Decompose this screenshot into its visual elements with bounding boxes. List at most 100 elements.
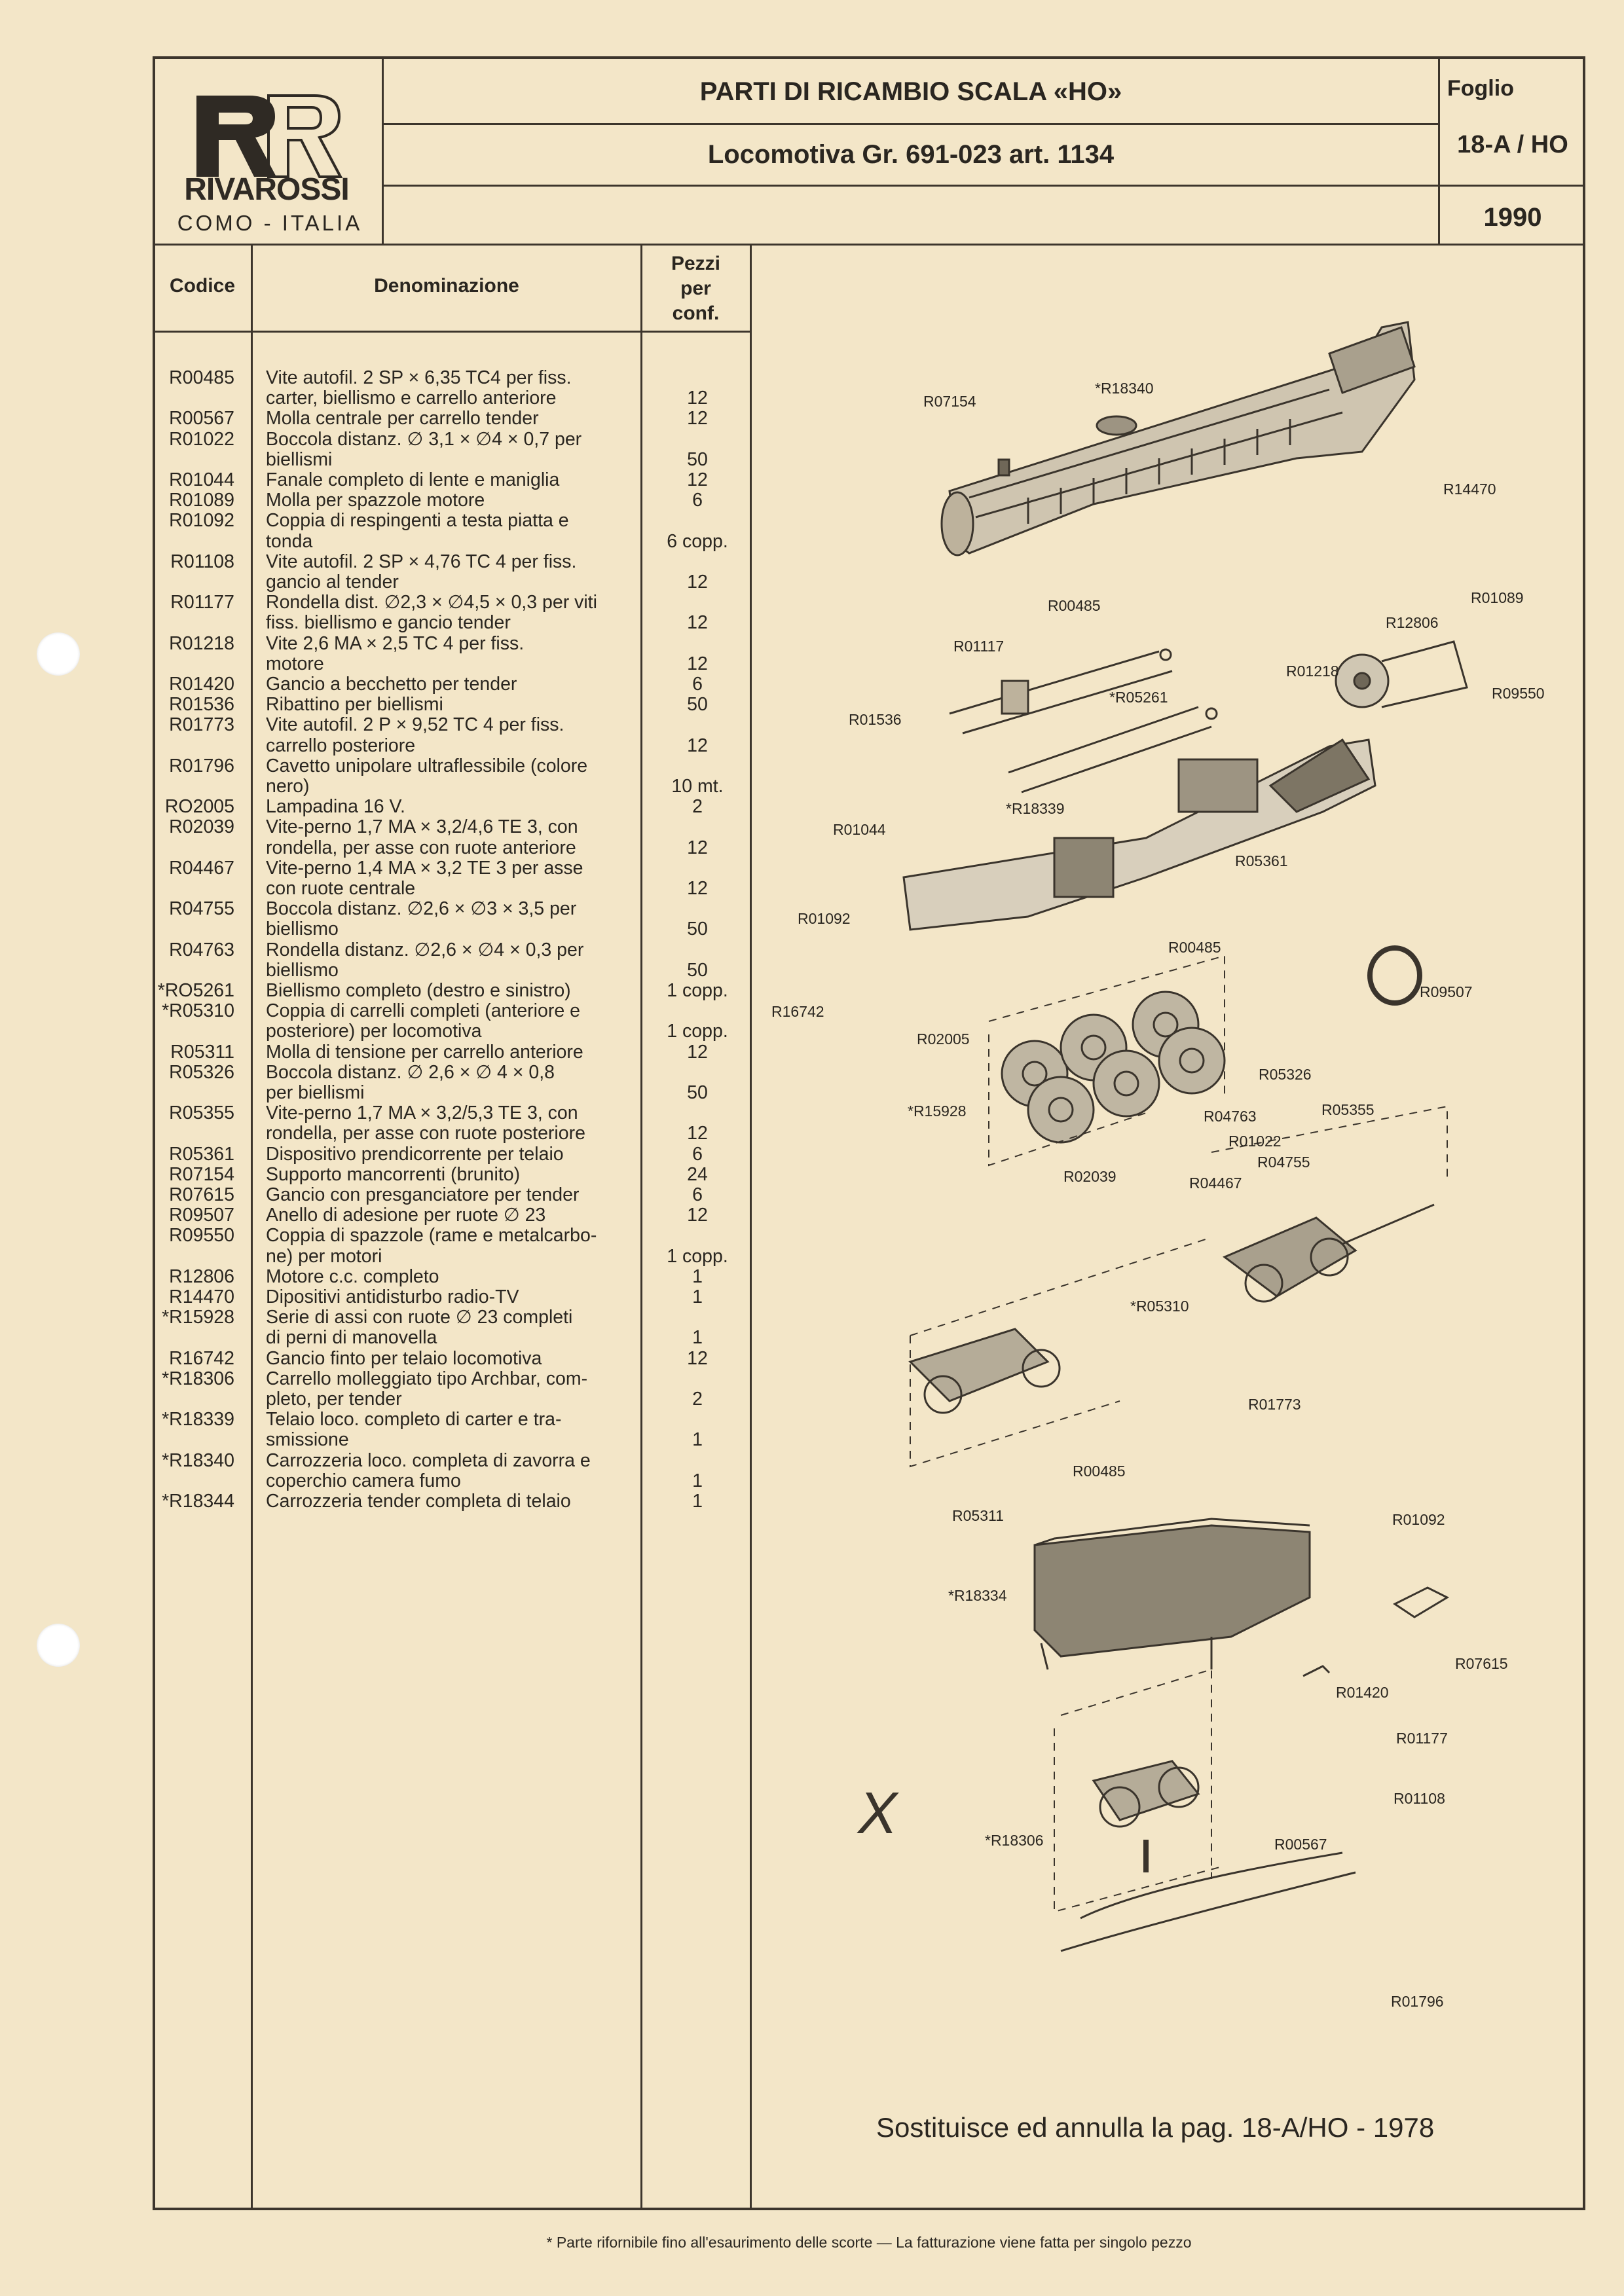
part-description: Coppia di respingenti a testa piatta e — [266, 510, 569, 532]
part-quantity: 12 — [687, 1205, 708, 1226]
label-R01218: R01218 — [1286, 663, 1339, 680]
part-description: Vite autofil. 2 SP × 4,76 TC 4 per fiss. — [266, 551, 577, 572]
part-description: Molla centrale per carrello tender — [266, 408, 539, 429]
part-description: Ribattino per biellismi — [266, 694, 443, 716]
label-R18340: *R18340 — [1095, 380, 1154, 397]
column-header-qty-1: Pezzi — [671, 253, 721, 274]
locomotive-body-drawing — [940, 321, 1416, 556]
part-description: Rondella distanz. ∅2,6 × ∅4 × 0,3 per — [266, 939, 584, 960]
brand-name: RIVAROSSI — [184, 172, 349, 207]
tender-truck-drawing — [1092, 1760, 1200, 1872]
part-description: Coppia di carrelli completi (anteriore e — [266, 1000, 580, 1022]
part-description: Biellismo completo (destro e sinistro) — [266, 980, 571, 1001]
table-col-divider-1 — [251, 246, 253, 2210]
part-code: R01796 — [169, 755, 234, 776]
table-row: R04763 Rondella distanz. ∅2,6 × ∅4 × 0,3 … — [0, 939, 750, 960]
part-code: R07615 — [169, 1184, 234, 1205]
part-description: ne) per motori — [266, 1245, 382, 1267]
label-R01092-a: R01092 — [798, 910, 851, 927]
part-quantity: 12 — [687, 653, 708, 674]
label-R04763: R04763 — [1204, 1108, 1257, 1125]
label-R16742: R16742 — [771, 1003, 824, 1020]
part-code: R14470 — [169, 1286, 234, 1307]
part-quantity: 12 — [687, 408, 708, 429]
table-row: motore 12 — [0, 653, 750, 674]
part-description: Vite-perno 1,4 MA × 3,2 TE 3 per asse — [266, 857, 583, 879]
part-code: *R18306 — [162, 1368, 234, 1389]
front-truck-drawing — [908, 1328, 1061, 1414]
part-description: Boccola distanz. ∅ 3,1 × ∅4 × 0,7 per — [266, 428, 582, 450]
part-quantity: 24 — [687, 1163, 708, 1185]
part-code: R04755 — [169, 898, 234, 920]
label-R18334: *R18334 — [948, 1587, 1007, 1604]
replaces-note: Sostituisce ed annulla la pag. 18-A/HO -… — [876, 2112, 1435, 2143]
part-description: Carrozzeria tender completa di telaio — [266, 1491, 571, 1512]
part-description: Vite-perno 1,7 MA × 3,2/5,3 TE 3, con — [266, 1102, 578, 1124]
part-quantity: 12 — [687, 837, 708, 858]
part-code: R01044 — [169, 469, 234, 490]
part-code: R04763 — [169, 939, 234, 960]
label-R05311: R05311 — [952, 1507, 1004, 1524]
part-description: Molla di tensione per carrello anteriore — [266, 1041, 583, 1063]
part-quantity: 12 — [687, 469, 708, 490]
adhesion-ring-drawing — [1367, 945, 1422, 1006]
part-code: R00567 — [169, 408, 234, 429]
part-quantity: 1 copp. — [667, 1245, 728, 1267]
part-description: Fanale completo di lente e maniglia — [266, 469, 560, 490]
table-col-divider-2 — [640, 246, 642, 2210]
part-code: R05326 — [169, 1061, 234, 1083]
label-R01536: R01536 — [849, 711, 902, 728]
header-divider-subtitle — [383, 185, 1439, 187]
table-row: R01022 Boccola distanz. ∅ 3,1 × ∅4 × 0,7 … — [0, 429, 750, 450]
part-quantity: 50 — [687, 919, 708, 940]
part-quantity: 2 — [692, 1389, 703, 1410]
label-R05361: R05361 — [1235, 852, 1288, 869]
part-quantity: 12 — [687, 1123, 708, 1144]
part-code: R01218 — [169, 632, 234, 654]
part-description: Dispositivo prendicorrente per telaio — [266, 1143, 564, 1165]
part-code: R05311 — [170, 1041, 234, 1063]
label-R02039: R02039 — [1063, 1168, 1116, 1185]
label-R01089: R01089 — [1471, 589, 1524, 606]
header-divider-logo — [382, 58, 384, 246]
part-description: Dipositivi antidisturbo radio-TV — [266, 1286, 519, 1307]
part-code: *R15928 — [162, 1307, 234, 1328]
part-description: motore — [266, 653, 324, 674]
table-row: R01044 Fanale completo di lente e manigli… — [0, 470, 750, 490]
part-quantity: 1 — [692, 1266, 703, 1287]
header-divider-title — [383, 123, 1439, 125]
label-R04755: R04755 — [1257, 1154, 1310, 1171]
part-description: Vite autofil. 2 P × 9,52 TC 4 per fiss. — [266, 714, 564, 736]
part-description: posteriore) per locomotiva — [266, 1021, 482, 1042]
column-header-qty-3: conf. — [672, 302, 720, 324]
brand-city: COMO - ITALIA — [177, 211, 363, 235]
part-code: *R18339 — [162, 1409, 234, 1430]
punch-hole-bottom — [37, 1624, 80, 1667]
table-row: ne) per motori 1 copp. — [0, 1245, 750, 1267]
exploded-diagram: X — [857, 321, 1468, 1952]
part-code: R07154 — [169, 1163, 234, 1185]
page-subtitle: Locomotiva Gr. 691-023 art. 1134 — [707, 140, 1115, 169]
part-code: R01022 — [169, 428, 234, 450]
label-R01796: R01796 — [1391, 1993, 1444, 2010]
label-R01117: R01117 — [953, 638, 1005, 655]
sheet-label: Foglio — [1447, 76, 1514, 101]
page-title: PARTI DI RICAMBIO SCALA «HO» — [699, 77, 1122, 106]
